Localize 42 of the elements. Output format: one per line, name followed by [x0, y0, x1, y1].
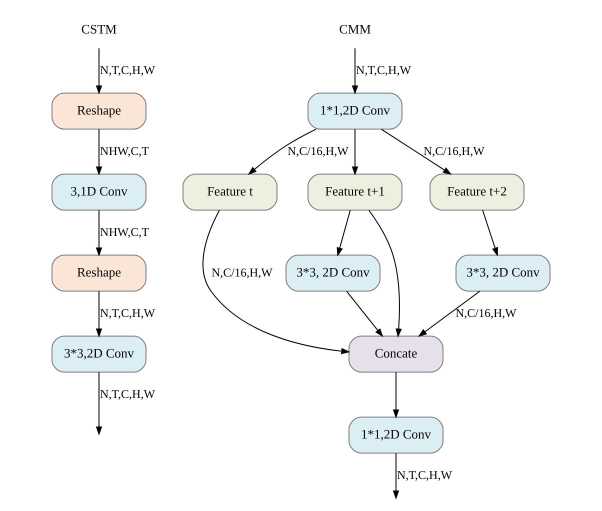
node-box: Concate — [348, 336, 444, 373]
arrow — [482, 210, 498, 256]
arrow — [96, 48, 102, 95]
edge-label: N,C/16,H,W — [288, 144, 348, 158]
node-box: 3*3, 2D Conv — [286, 254, 380, 292]
node-box: Feature t+2 — [430, 174, 524, 211]
node-box: Feature t+1 — [308, 174, 402, 211]
arrow — [202, 210, 350, 354]
edge-label: N,T,C,H,W — [100, 386, 156, 401]
node-box: 1*1,2D Conv — [308, 92, 402, 130]
node-box: Feature t — [182, 174, 278, 211]
edge-label: NHW,C,T — [100, 224, 149, 239]
edge-label: N,C/16,H,W — [212, 265, 272, 280]
arrow — [352, 128, 358, 176]
edge-label: N,T,C,H,W — [396, 468, 452, 482]
node-box: Reshape — [52, 254, 146, 292]
node-box: 3*3, 2D Conv — [456, 254, 550, 292]
arrow — [96, 210, 102, 257]
arrow — [96, 372, 102, 436]
node-box: 1*1,2D Conv — [348, 416, 444, 454]
node-box: Reshape — [52, 92, 146, 130]
edge-label: N,T,C,H,W — [100, 306, 156, 320]
arrow — [346, 290, 384, 338]
arrow — [96, 128, 102, 176]
arrow — [380, 128, 452, 175]
edge-label: NHW,C,T — [100, 144, 149, 158]
node-box: 3,1D Conv — [52, 174, 146, 211]
arrow — [248, 128, 317, 175]
arrow — [368, 210, 402, 338]
arrow — [352, 48, 358, 95]
edge-label: N,T,C,H,W — [100, 62, 156, 77]
node-text: CSTM — [81, 22, 117, 37]
arrow — [96, 290, 102, 338]
node-box: 3*3,2D Conv — [52, 336, 146, 373]
edge-label: N,T,C,H,W — [356, 62, 412, 77]
arrow — [392, 372, 400, 419]
arrow — [392, 452, 400, 500]
node-text: CMM — [339, 22, 371, 37]
arrow — [418, 290, 480, 337]
edge-label: N,C/16,H,W — [424, 144, 484, 158]
edge-label: N,C/16,H,W — [456, 306, 516, 320]
arrow — [336, 210, 351, 256]
